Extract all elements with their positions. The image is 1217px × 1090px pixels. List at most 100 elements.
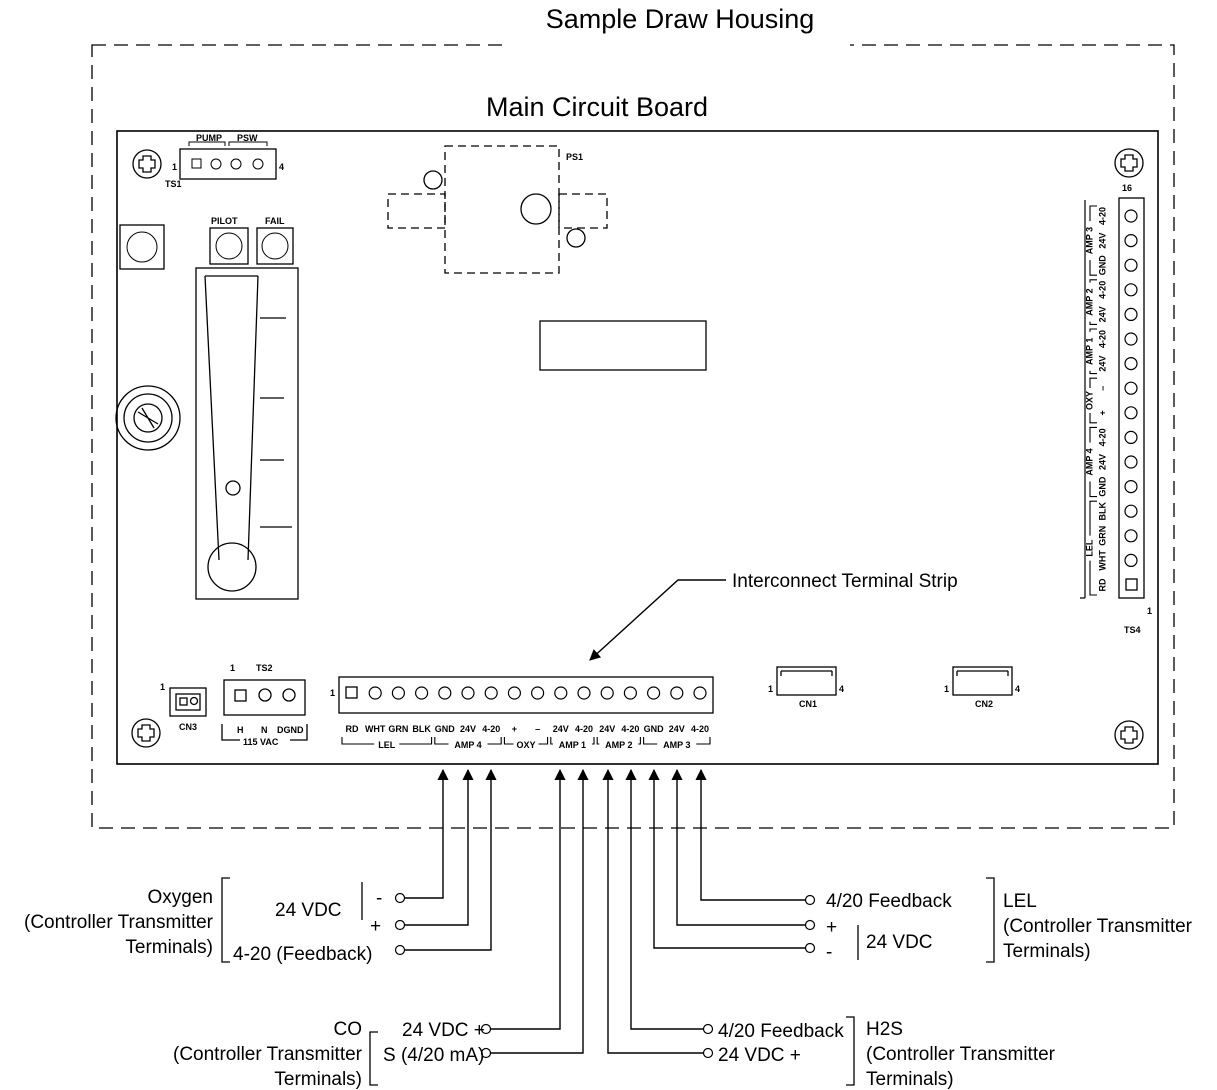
lel-minus: - xyxy=(826,942,832,963)
strip-terminal-hole xyxy=(391,686,405,700)
h2s-term1: 4/20 Feedback xyxy=(718,1021,844,1042)
housing-title: Sample Draw Housing xyxy=(546,4,815,34)
cn2-connector xyxy=(952,666,1013,696)
strip-term-label: 24V xyxy=(669,724,685,734)
wire-terminal-node xyxy=(702,1047,714,1059)
strip-term-label: 4-20 xyxy=(621,724,639,734)
strip-terminal-hole xyxy=(368,686,382,700)
ts4-top-number: 16 xyxy=(1122,183,1132,193)
ts4-term-label: 4-20 xyxy=(1097,330,1107,348)
oxygen-sub2: Terminals) xyxy=(125,937,213,958)
wire xyxy=(602,768,704,1054)
wire xyxy=(695,768,806,901)
ts2-label: TS2 xyxy=(256,663,273,673)
strip-term-label: GND xyxy=(644,724,665,734)
strip-term-label: 4-20 xyxy=(575,724,593,734)
ts4-term-label: 4-20 xyxy=(1097,207,1107,225)
wire-terminal-node xyxy=(394,892,406,904)
ts4-term-label: BLK xyxy=(1097,501,1107,520)
lel-24vdc: 24 VDC xyxy=(866,932,933,953)
cn1-label: CN1 xyxy=(799,699,817,709)
ts4-group-label: AMP 4 xyxy=(1084,448,1094,475)
strip-term-label: GRN xyxy=(388,724,408,734)
ts4-term-label: 4-20 xyxy=(1097,428,1107,446)
ts1-pin1: 1 xyxy=(172,162,177,172)
strip-terminal-hole xyxy=(484,686,498,700)
strip-term-label: + xyxy=(512,724,517,734)
co-sub2: Terminals) xyxy=(274,1069,362,1090)
pump-label: PUMP xyxy=(196,133,222,143)
ts4-term-label: GND xyxy=(1097,476,1107,497)
wire-terminal-node xyxy=(804,919,816,931)
cn1-connector xyxy=(776,666,837,696)
ts2-term-dgnd: DGND xyxy=(277,725,304,735)
co-term2: S (4/20 mA) xyxy=(383,1045,484,1066)
strip-terminal-hole xyxy=(623,686,638,700)
strip-terminal-hole xyxy=(530,686,545,700)
ts2-term-h: H xyxy=(237,725,244,735)
lel-sub1: (Controller Transmitter xyxy=(1003,916,1193,937)
h2s-name: H2S xyxy=(866,1019,903,1040)
ts4-terminal-hole xyxy=(1124,553,1138,568)
ps1-label: PS1 xyxy=(566,152,583,162)
cn2-label: CN2 xyxy=(975,699,993,709)
ts4-term-label: + xyxy=(1097,410,1107,415)
wire xyxy=(625,768,704,1030)
ts4-term-label: GRN xyxy=(1097,526,1107,546)
strip-group-label: AMP 4 xyxy=(454,740,481,750)
ts4-bottom-number: 1 xyxy=(1147,606,1152,616)
h2s-term2: 24 VDC + xyxy=(718,1045,801,1066)
wire-terminal-node xyxy=(804,894,816,906)
co-sub1: (Controller Transmitter xyxy=(173,1044,363,1065)
ts4-group-label: OXY xyxy=(1084,391,1094,410)
wire-terminal-node xyxy=(804,942,816,954)
psw-label: PSW xyxy=(237,133,258,143)
ts4-terminal-hole xyxy=(1124,406,1138,420)
interconnect-leader xyxy=(589,579,726,661)
strip-terminal-hole xyxy=(600,686,614,700)
strip-term-label: RD xyxy=(346,724,359,734)
ts4-terminal-hole xyxy=(1124,455,1138,469)
fail-label: FAIL xyxy=(265,216,285,226)
cn1-pin4: 4 xyxy=(839,684,844,694)
cn1-pin1: 1 xyxy=(768,684,773,694)
mounting-screw-icon xyxy=(131,148,1144,750)
ps1-module xyxy=(387,145,608,274)
oxygen-minus: - xyxy=(376,888,382,909)
cn2-pin1: 1 xyxy=(944,684,949,694)
ts4-terminal-hole xyxy=(1124,381,1138,395)
ts4-terminal-hole xyxy=(1124,209,1138,223)
wire-terminal-node xyxy=(702,1023,714,1035)
strip-term-label: GND xyxy=(435,724,456,734)
co-name: CO xyxy=(334,1019,363,1040)
wire xyxy=(404,768,474,926)
wire-terminal-node xyxy=(394,919,406,931)
h2s-sub2: Terminals) xyxy=(866,1069,954,1090)
strip-term-label: BLK xyxy=(412,724,431,734)
square-component xyxy=(119,224,165,270)
strip-terminal-hole xyxy=(577,686,591,700)
ts4-term-label: 24V xyxy=(1097,454,1107,470)
bulkhead-fitting xyxy=(115,385,181,451)
ts4-bracket xyxy=(1080,200,1086,599)
strip-terminal-hole xyxy=(554,686,568,700)
h2s-sub1: (Controller Transmitter xyxy=(866,1044,1056,1065)
lel-name: LEL xyxy=(1003,891,1037,912)
bottom-brackets xyxy=(221,877,995,1086)
cn2-pin4: 4 xyxy=(1015,684,1020,694)
ts4-terminal xyxy=(1118,197,1145,599)
ts1-terminal: PUMP PSW TS1 1 4 xyxy=(165,133,284,189)
wire xyxy=(404,768,449,899)
strip-term-label: – xyxy=(535,724,540,734)
ts4-terminal-hole xyxy=(1124,258,1138,272)
strip-term-label: 4-20 xyxy=(482,724,500,734)
strip-terminal-hole xyxy=(693,686,707,700)
ts4-terminal-hole xyxy=(1124,234,1138,248)
oxygen-name: Oxygen xyxy=(148,887,213,908)
ts4-label: TS4 xyxy=(1124,625,1141,635)
ts4-group-label: AMP 3 xyxy=(1084,227,1094,254)
lel-feedback: 4/20 Feedback xyxy=(826,891,952,912)
strip-terminal-hole xyxy=(438,686,452,700)
ts2-voltage: 115 VAC xyxy=(243,737,279,747)
